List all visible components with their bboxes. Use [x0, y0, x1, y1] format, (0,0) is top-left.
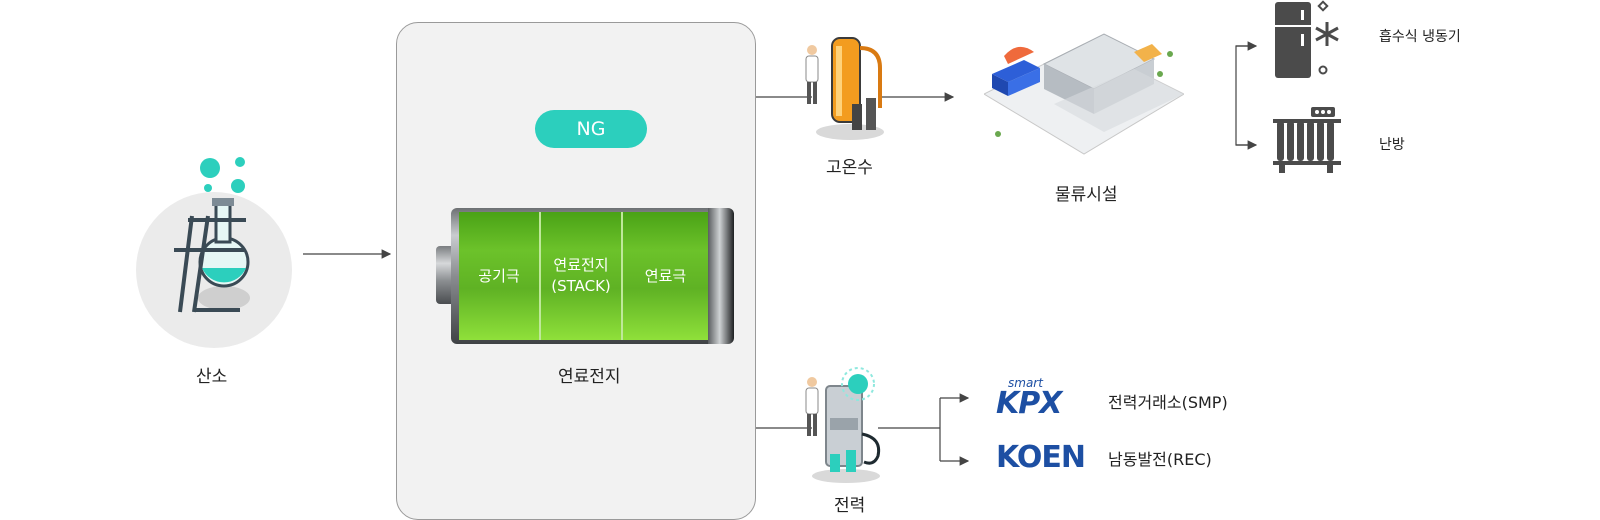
- kpx-logo-small-text: smart: [1008, 376, 1043, 390]
- power-generator-illustration: [800, 366, 892, 486]
- boiler-icon: [805, 37, 884, 140]
- radiator-icon: [1273, 107, 1341, 173]
- heating-label: 난방: [1379, 137, 1405, 153]
- cell-label: 연료전지 (STACK): [551, 256, 611, 295]
- heating-item: [1273, 107, 1343, 173]
- generator-icon: [805, 367, 881, 483]
- fuel-cell-title: 연료전지: [558, 367, 621, 387]
- logistics-label: 물류시설: [1055, 185, 1118, 205]
- battery-cap: [708, 208, 734, 344]
- koen-label: 남동발전(REC): [1108, 450, 1212, 469]
- electricity-label: 전력: [834, 496, 866, 516]
- absorption-chiller-label: 흡수식 냉동기: [1379, 29, 1461, 45]
- flask-icon: [136, 157, 292, 348]
- warehouse-icon: [982, 33, 1186, 155]
- cell-stack: 연료전지 (STACK): [541, 212, 623, 340]
- refrigerator-icon: [1275, 0, 1339, 78]
- snowflake-icon: [1315, 22, 1339, 46]
- kpx-logo: smart KPX: [996, 376, 1082, 424]
- cell-fuel-electrode: 연료극: [623, 212, 708, 340]
- bracket-heat-uses: [1235, 45, 1254, 146]
- hot-water-label: 고온수: [826, 158, 873, 178]
- cell-air-electrode: 공기극: [459, 212, 541, 340]
- kpx-label: 전력거래소(SMP): [1108, 393, 1228, 412]
- battery-terminal: [436, 246, 454, 304]
- koen-logo-text: KOEN: [996, 440, 1086, 475]
- cell-label: 공기극: [478, 266, 520, 285]
- koen-logo: KOEN: [996, 440, 1096, 476]
- hot-water-generator-illustration: [800, 28, 890, 144]
- kpx-logo-text: KPX: [996, 386, 1062, 421]
- oxygen-label: 산소: [196, 367, 228, 387]
- ng-badge: NG: [535, 110, 647, 148]
- oxygen-flask-illustration: [134, 150, 294, 350]
- logistics-facility-illustration: [982, 14, 1186, 174]
- absorption-chiller-item: [1273, 0, 1343, 80]
- cell-label: 연료극: [644, 266, 687, 285]
